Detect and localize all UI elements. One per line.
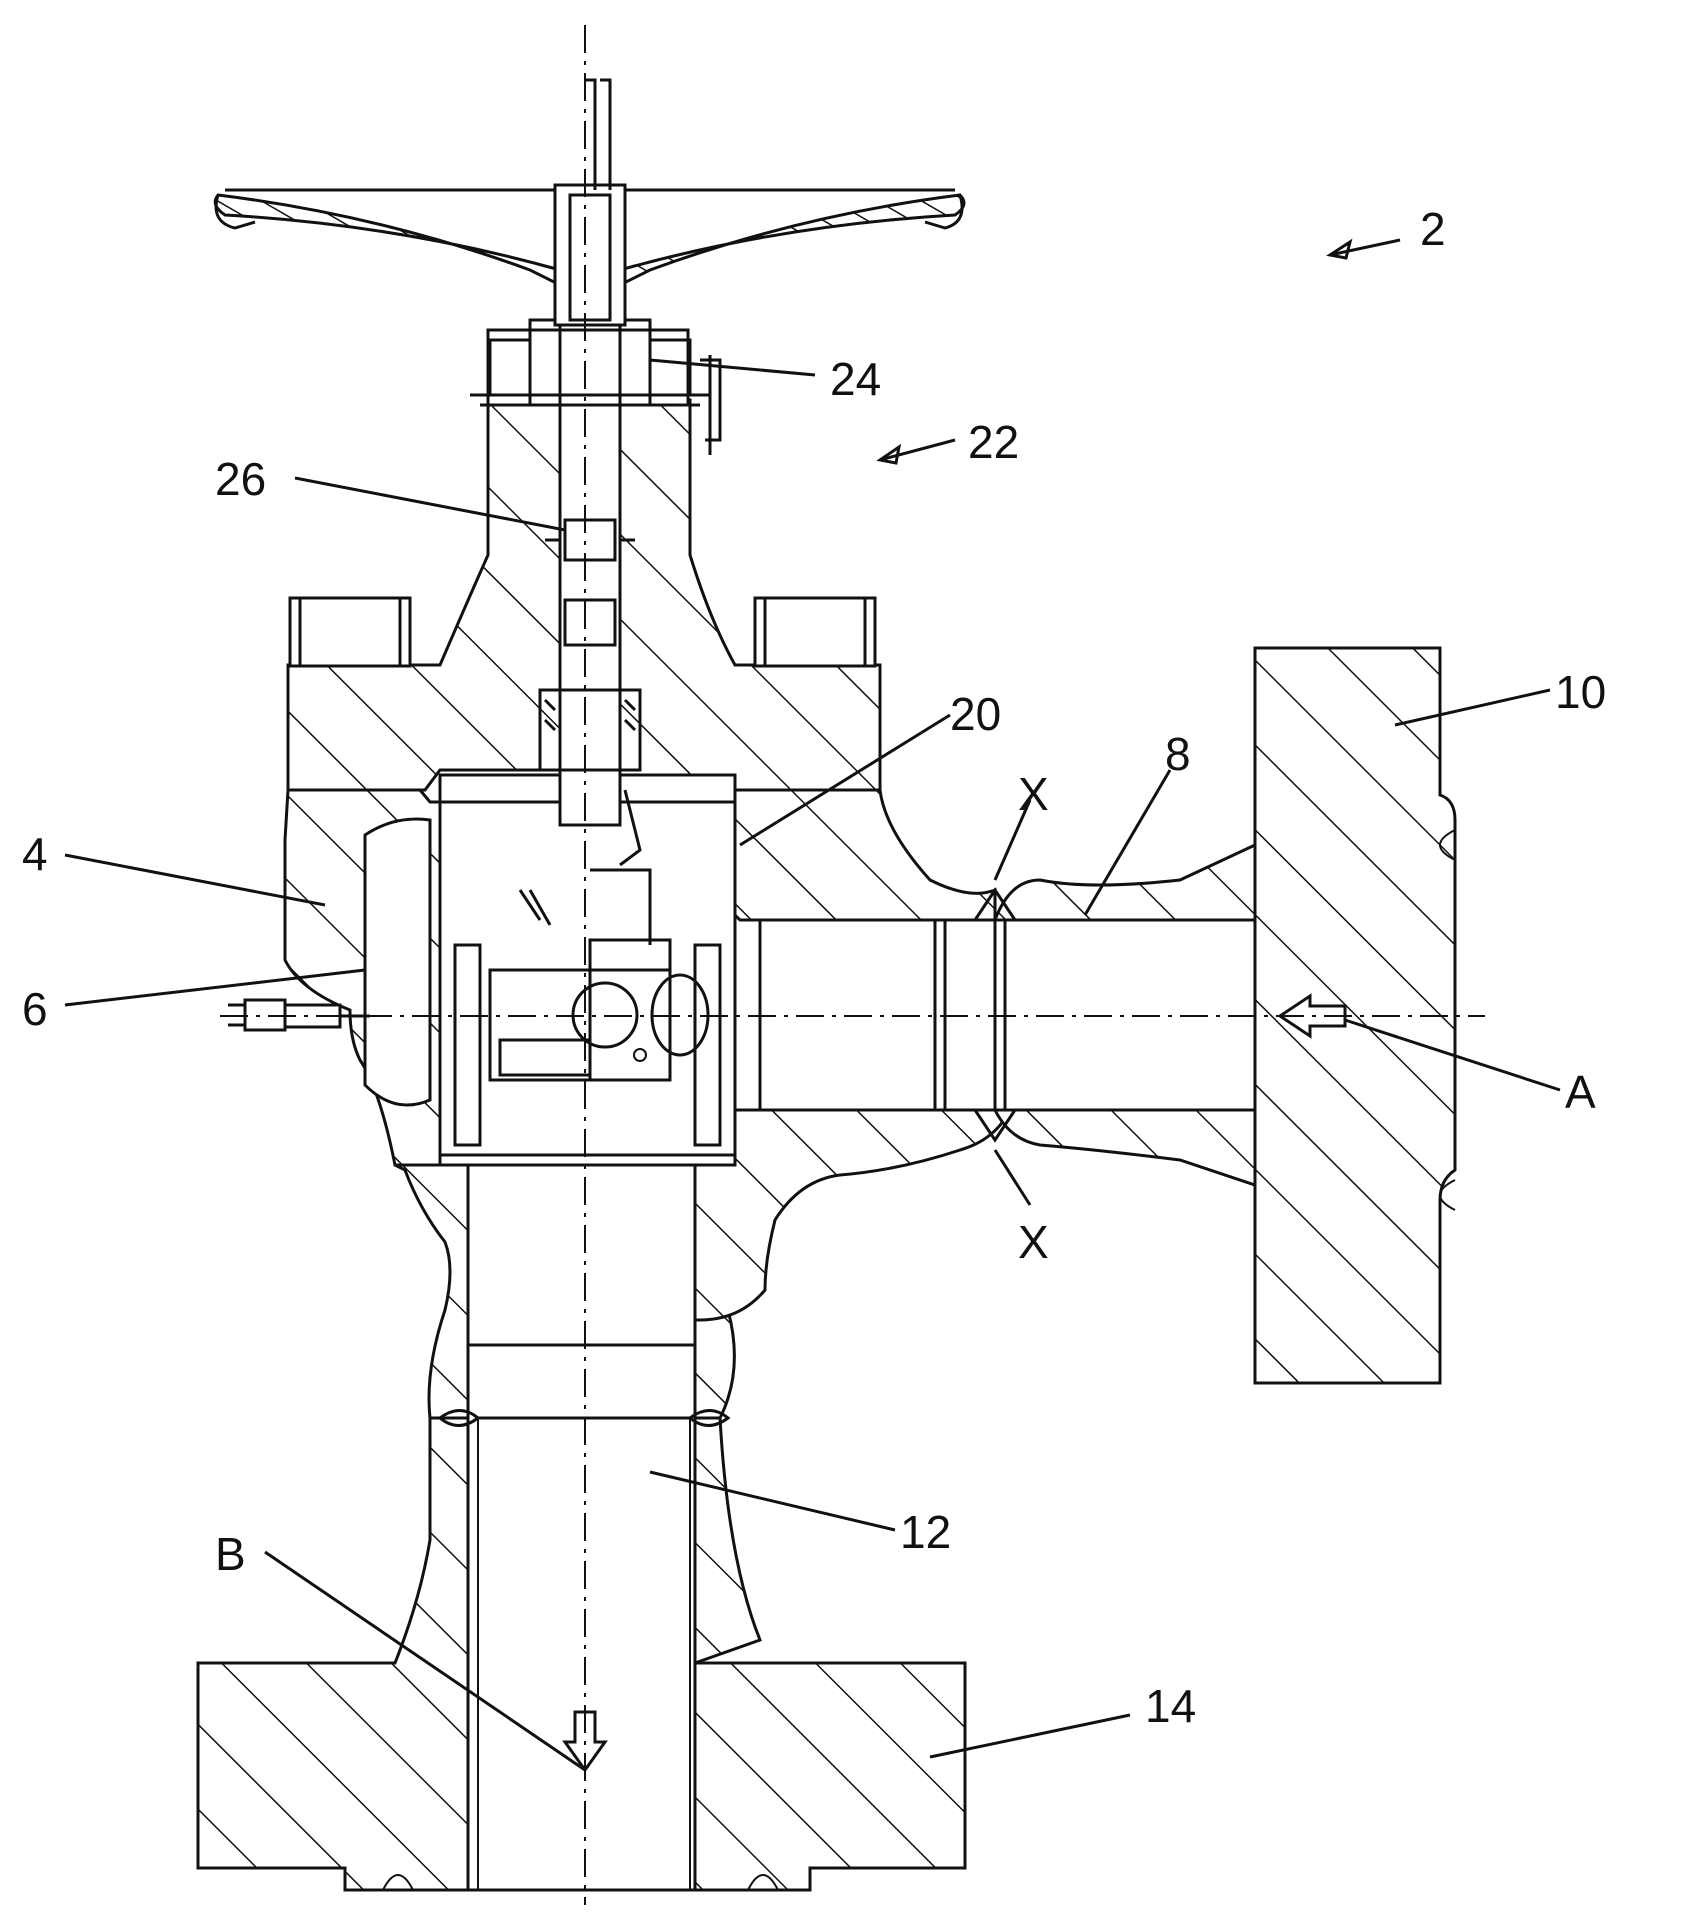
label-outlet-flow: B [215,1528,246,1580]
inlet-flow-arrow [1277,993,1347,1039]
stem-nut-housing [470,318,722,455]
handwheel [213,78,966,327]
leader-lines [64,238,1561,1772]
label-inlet-flow: A [1565,1066,1596,1118]
outlet-neck [394,1163,767,1892]
label-seat: 20 [950,688,1001,740]
label-inlet-flange: 10 [1555,666,1606,718]
inlet-pipe [758,842,1262,1188]
gate-cage [438,773,737,1157]
label-outlet-bore: 12 [900,1506,951,1558]
label-outlet-flange: 14 [1145,1680,1196,1732]
label-bonnet-assembly: 22 [968,416,1019,468]
label-stem-packing: 26 [215,453,266,505]
outlet-flow-arrow [562,1710,608,1773]
label-body: 4 [22,828,48,880]
bonnet [286,398,882,792]
label-weld-bottom: X [1018,1216,1049,1268]
inlet-flange [1253,646,1457,1385]
label-inlet-bore: 8 [1165,728,1191,780]
label-stem-nut: 24 [830,353,881,405]
valve-body [283,788,1013,1322]
label-weld-top: X [1018,768,1049,820]
label-assembly: 2 [1420,203,1446,255]
label-cavity: 6 [22,983,48,1035]
